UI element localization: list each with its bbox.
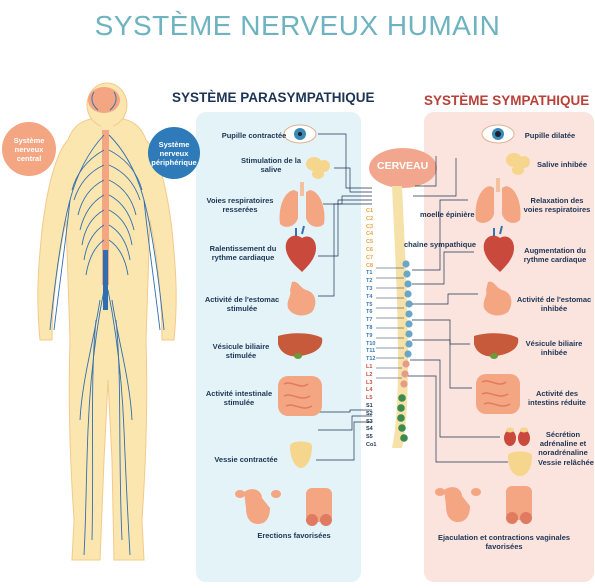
para-label-gallbladder: Vésicule biliaire stimulée xyxy=(212,342,270,360)
vertebra-label: T6 xyxy=(366,309,373,316)
bladder-icon xyxy=(508,451,532,476)
brain-icon xyxy=(88,87,120,113)
liver-icon xyxy=(278,333,323,359)
intestines-icon xyxy=(476,374,520,414)
vertebra-label: T12 xyxy=(366,356,376,363)
vertebra-label: S1 xyxy=(366,403,373,409)
symp-label-intestines: Activité des intestins réduite xyxy=(528,389,586,407)
brain-label: CERVEAU xyxy=(377,160,429,172)
para-label-stomach: Activité de l'estomac stimulée xyxy=(204,295,280,313)
para-label-erections: Erections favorisées xyxy=(257,531,331,540)
brain-shape xyxy=(369,148,437,188)
eye-icon xyxy=(283,124,317,144)
bladder-icon xyxy=(290,441,312,468)
symp-label-gallbladder: Vésicule biliaire inhibée xyxy=(525,339,583,357)
vertebra-label: C5 xyxy=(366,239,374,246)
connection-lines xyxy=(316,133,508,463)
para-label-heart: Ralentissement du rythme cardiaque xyxy=(209,244,277,262)
spinal-cord xyxy=(102,130,109,285)
vertebra-label: S3 xyxy=(366,418,373,425)
eye-icon xyxy=(481,124,515,144)
symp-label-saliva: Salive inhibée xyxy=(536,160,588,169)
symp-label-bladder: Vessie relâchée xyxy=(538,458,594,467)
stomach-icon xyxy=(287,281,316,316)
peripheral-nerves xyxy=(49,91,165,556)
reproductive-organs-icon xyxy=(235,488,332,526)
para-label-intestines: Activité intestinale stimulée xyxy=(205,389,273,407)
salivary-glands-icon xyxy=(306,157,330,179)
vertebra-tick-lines xyxy=(376,267,404,379)
vertebra-label: Co1 xyxy=(366,442,377,448)
spinal-cord-label: moelle épinière xyxy=(420,210,475,219)
vertebra-label: T10 xyxy=(366,340,376,347)
vertebra-label: T5 xyxy=(366,301,373,308)
symp-label-stomach: Activité de l'estomac inhibée xyxy=(516,295,592,313)
salivary-glands-icon xyxy=(506,153,530,175)
stomach-icon xyxy=(483,281,512,316)
page-title: SYSTÈME NERVEUX HUMAIN xyxy=(94,10,501,41)
vertebra-label: C1 xyxy=(366,208,374,214)
vertebra-label: L1 xyxy=(366,364,373,370)
para-label-bladder: Vessie contractée xyxy=(214,455,278,464)
human-body-figure xyxy=(37,82,177,561)
sympathetic-title: SYSTÈME SYMPATHIQUE xyxy=(424,93,590,108)
symp-label-reproduction: Ejaculation et contractions vaginales fa… xyxy=(437,533,571,551)
parasympathetic-panel xyxy=(196,112,361,582)
adrenal-glands-icon xyxy=(504,427,530,446)
intestines-icon xyxy=(278,376,322,416)
vertebra-label: L5 xyxy=(366,395,373,402)
vertebra-label: T1 xyxy=(366,270,373,277)
symp-label-adrenal: Sécrétion adrénaline et noradrénaline xyxy=(538,430,588,457)
vertebra-label: T7 xyxy=(366,317,373,324)
vertebra-label: S5 xyxy=(366,434,373,441)
peripheral-nervous-system-badge: Système nerveux périphérique xyxy=(148,127,200,179)
vertebra-label: S4 xyxy=(366,426,373,433)
symp-label-pupil: Pupille dilatée xyxy=(524,131,576,140)
vertebra-label: C7 xyxy=(366,254,374,261)
vertebra-label: T8 xyxy=(366,325,373,331)
para-label-saliva: Stimulation de la salive xyxy=(240,156,301,174)
reproductive-organs-icon xyxy=(435,486,532,524)
vertebra-label: T2 xyxy=(366,278,373,285)
lungs-icon xyxy=(475,178,521,223)
vertebra-label: C3 xyxy=(366,223,374,230)
vertebra-label: L3 xyxy=(366,379,373,386)
sympathetic-chain-label: chaîne sympathique xyxy=(404,240,477,249)
vertebra-label: C4 xyxy=(366,231,374,238)
vertebra-label: L4 xyxy=(366,387,373,394)
heart-icon xyxy=(483,225,514,272)
vertebra-label: T11 xyxy=(366,348,376,355)
vertebra-label: S2 xyxy=(366,410,373,417)
vertebra-label: C6 xyxy=(366,247,374,253)
parasympathetic-title: SYSTÈME PARASYMPATHIQUE xyxy=(172,90,375,105)
heart-icon xyxy=(285,225,316,272)
lungs-icon xyxy=(279,182,325,227)
vertebra-label: T3 xyxy=(366,286,373,292)
liver-icon xyxy=(474,333,519,359)
central-nervous-system-badge: Système nerveux central xyxy=(2,122,56,176)
vertebra-label: C8 xyxy=(366,262,374,269)
symp-label-airways: Relaxation des voies respiratoires xyxy=(523,196,591,214)
spinal-column xyxy=(369,148,437,448)
para-label-pupil: Pupille contractée xyxy=(221,131,287,140)
vertebra-label: T4 xyxy=(366,293,373,300)
vertebra-label: L2 xyxy=(366,371,373,378)
vertebra-label: T9 xyxy=(366,332,373,339)
para-label-airways: Voies respiratoires resserées xyxy=(206,196,274,214)
vertebra-label: C2 xyxy=(366,215,374,222)
symp-label-heart: Augmentation du rythme cardiaque xyxy=(523,246,587,264)
